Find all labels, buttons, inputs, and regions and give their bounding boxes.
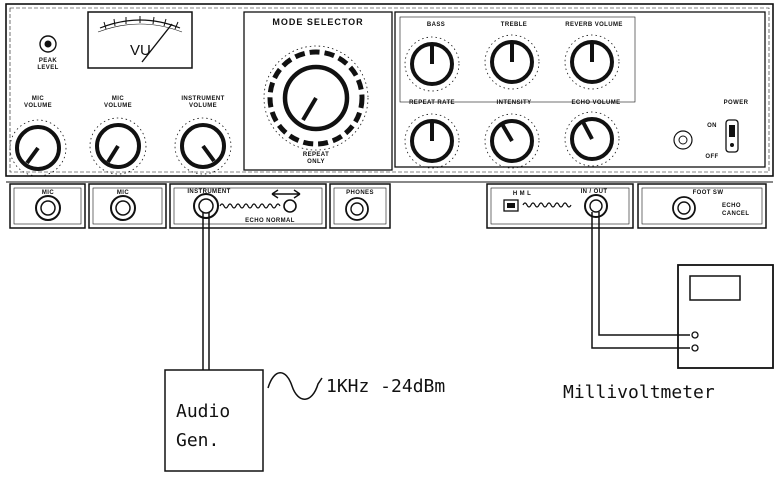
millivoltmeter	[677, 264, 774, 369]
in-out-jack[interactable]: IN / OUT H M L	[486, 183, 634, 229]
mic-jack-1-label: MIC	[42, 190, 54, 196]
sine-wave-icon	[267, 372, 323, 400]
instrument-jack-label: INSTRUMENT	[187, 189, 230, 195]
mic-volume-knob-1[interactable]: MIC VOLUME	[9, 96, 67, 177]
power-label: POWER	[724, 100, 749, 106]
vu-label: VU	[130, 42, 151, 59]
foot-sub-1: ECHO	[722, 203, 741, 209]
meter-cable	[591, 212, 690, 349]
intensity-label: INTENSITY	[497, 100, 532, 106]
echo-volume-label: ECHO VOLUME	[571, 100, 620, 106]
audio-generator: Audio Gen.	[164, 369, 264, 472]
generator-label-1: Audio	[176, 401, 230, 422]
mode-sub-2: ONLY	[307, 159, 325, 165]
peak-level-label-1: PEAK	[39, 58, 58, 64]
bass-label: BASS	[427, 22, 445, 28]
in-out-small-label: H M L	[513, 191, 531, 197]
power-switch[interactable]: POWER ON OFF	[673, 100, 749, 160]
instrument-volume-line1: INSTRUMENT	[181, 96, 224, 102]
repeat-rate-label: REPEAT RATE	[409, 100, 455, 106]
mic-volume-2-line2: VOLUME	[104, 103, 132, 109]
mode-selector-title: MODE SELECTOR	[272, 17, 363, 27]
instrument-volume-line2: VOLUME	[189, 103, 217, 109]
vu-meter: VU	[87, 11, 193, 69]
instrument-sub-label: ECHO NORMAL	[245, 218, 295, 224]
foot-sw-label: FOOT SW	[693, 190, 724, 196]
control-panel	[5, 3, 774, 177]
generator-cable	[202, 212, 210, 370]
reverb-volume-knob[interactable]: REVERB VOLUME	[564, 22, 623, 90]
in-out-label: IN / OUT	[581, 189, 608, 195]
phones-jack[interactable]: PHONES	[329, 183, 391, 229]
mic-jack-2[interactable]: MIC	[88, 183, 167, 229]
echo-volume-knob[interactable]: ECHO VOLUME	[564, 100, 621, 167]
signal-label: 1KHz -24dBm	[326, 376, 445, 397]
generator-label-2: Gen.	[176, 430, 219, 451]
reverb-volume-label: REVERB VOLUME	[565, 22, 623, 28]
power-on-label: ON	[707, 123, 717, 129]
mode-sub-1: REPEAT	[303, 152, 329, 158]
mode-selector[interactable]: MODE SELECTOR REPEAT ONLY	[263, 17, 369, 165]
bass-knob[interactable]: BASS	[404, 22, 460, 92]
vu-needle	[141, 23, 173, 63]
power-off-label: OFF	[705, 154, 718, 160]
peak-level-label-2: LEVEL	[37, 65, 58, 71]
mic-volume-1-line1: MIC	[32, 96, 44, 102]
mic-volume-knob-2[interactable]: MIC VOLUME	[89, 96, 147, 175]
instrument-volume-knob[interactable]: INSTRUMENT VOLUME	[174, 96, 232, 175]
left-right-arrow-icon	[271, 189, 301, 199]
mic-jack-2-label: MIC	[117, 190, 129, 196]
repeat-rate-knob[interactable]: REPEAT RATE	[404, 100, 460, 169]
phones-label: PHONES	[346, 190, 374, 196]
treble-knob[interactable]: TREBLE	[484, 22, 540, 90]
treble-label: TREBLE	[501, 22, 527, 28]
foot-switch-jack[interactable]: FOOT SW ECHO CANCEL	[637, 183, 767, 229]
meter-label: Millivoltmeter	[563, 382, 715, 403]
instrument-jack[interactable]: INSTRUMENT ECHO NORMAL	[169, 183, 327, 229]
intensity-knob[interactable]: INTENSITY	[484, 100, 540, 169]
mic-jack-1[interactable]: MIC	[9, 183, 86, 229]
mic-volume-1-line2: VOLUME	[24, 103, 52, 109]
mic-volume-2-line1: MIC	[112, 96, 124, 102]
foot-sub-2: CANCEL	[722, 211, 749, 217]
peak-level-indicator: PEAK LEVEL	[37, 35, 58, 71]
